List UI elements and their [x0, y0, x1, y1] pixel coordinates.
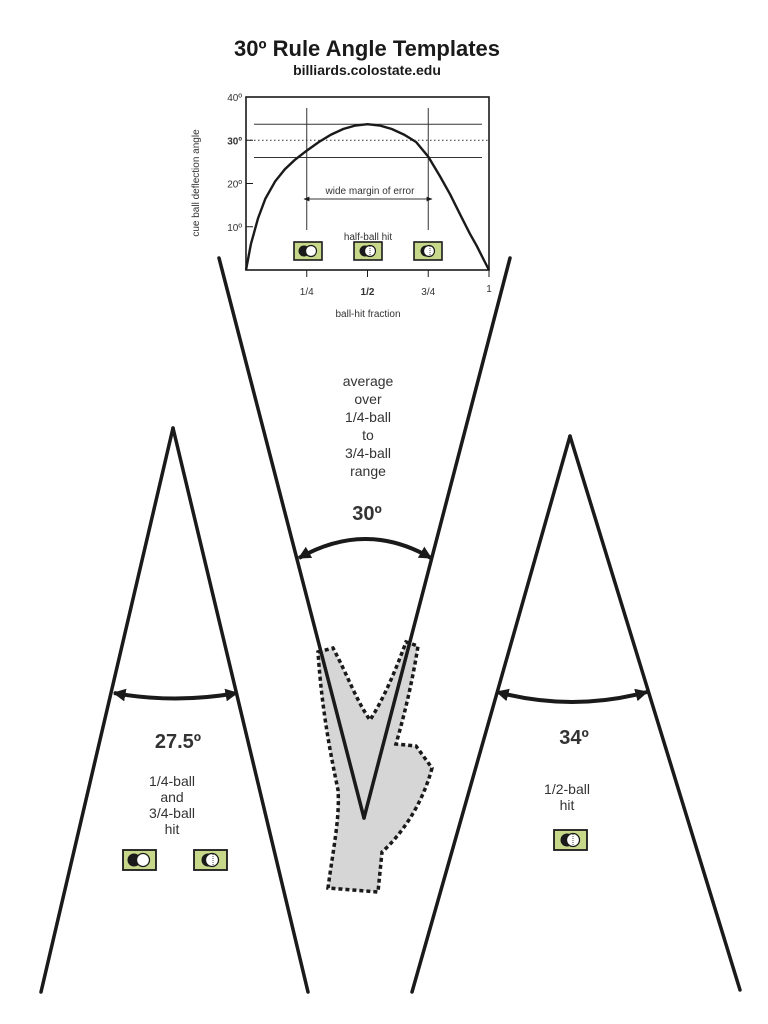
deflection-chart: wide margin of error half-ball hit 10º 20…	[191, 93, 492, 320]
description-line: and	[160, 789, 183, 805]
center-template-right-edge	[362, 256, 512, 820]
right-template-left-edge	[410, 434, 572, 994]
center-description: average over 1/4-ball to 3/4-ball range	[343, 373, 394, 479]
y-tick-label: 20º	[227, 180, 242, 191]
right-template-right-edge	[568, 434, 742, 992]
x-tick-label: 1/2	[361, 287, 375, 298]
quarter-ball-icon	[293, 241, 323, 261]
right-angle-arrow	[495, 688, 649, 704]
margin-label: wide margin of error	[325, 186, 416, 197]
left-angle-arrow	[112, 688, 239, 702]
y-axis-label: cue ball deflection angle	[191, 129, 202, 237]
description-line: hit	[165, 821, 180, 837]
y-tick-label: 10º	[227, 223, 242, 234]
left-template-left-edge	[39, 426, 175, 994]
description-line: over	[354, 391, 382, 407]
description-line: to	[362, 427, 374, 443]
center-template-left-edge	[217, 256, 366, 820]
description-line: 3/4-ball	[345, 445, 391, 461]
half-ball-icon	[353, 241, 383, 261]
x-tick-label: 1	[486, 284, 492, 295]
description-line: range	[350, 463, 386, 479]
description-line: average	[343, 373, 394, 389]
page-subtitle: billiards.colostate.edu	[293, 62, 441, 78]
description-line: hit	[560, 797, 575, 813]
right-half-ball-icon	[553, 829, 588, 851]
description-line: 1/2-ball	[544, 781, 590, 797]
center-angle-arrow	[297, 537, 433, 560]
center-angle-label: 30º	[352, 503, 382, 525]
y-tick-label: 30º	[227, 136, 242, 147]
page-title: 30º Rule Angle Templates	[234, 36, 500, 61]
half-ball-label: half-ball hit	[344, 232, 393, 243]
description-line: 1/4-ball	[345, 409, 391, 425]
left-template-right-edge	[171, 426, 310, 994]
x-axis-label: ball-hit fraction	[335, 309, 400, 320]
hand-silhouette	[316, 639, 434, 894]
deflection-curve	[244, 122, 491, 271]
x-tick-label: 3/4	[421, 287, 435, 298]
description-line: 3/4-ball	[149, 805, 195, 821]
three-quarter-ball-icon	[413, 241, 443, 261]
y-tick-label: 40º	[227, 93, 242, 104]
left-angle-label: 27.5º	[155, 731, 201, 753]
x-tick-label: 1/4	[300, 287, 314, 298]
right-angle-label: 34º	[559, 727, 589, 749]
left-three-quarter-ball-icon	[193, 849, 228, 871]
left-quarter-ball-icon	[122, 849, 157, 871]
description-line: 1/4-ball	[149, 773, 195, 789]
